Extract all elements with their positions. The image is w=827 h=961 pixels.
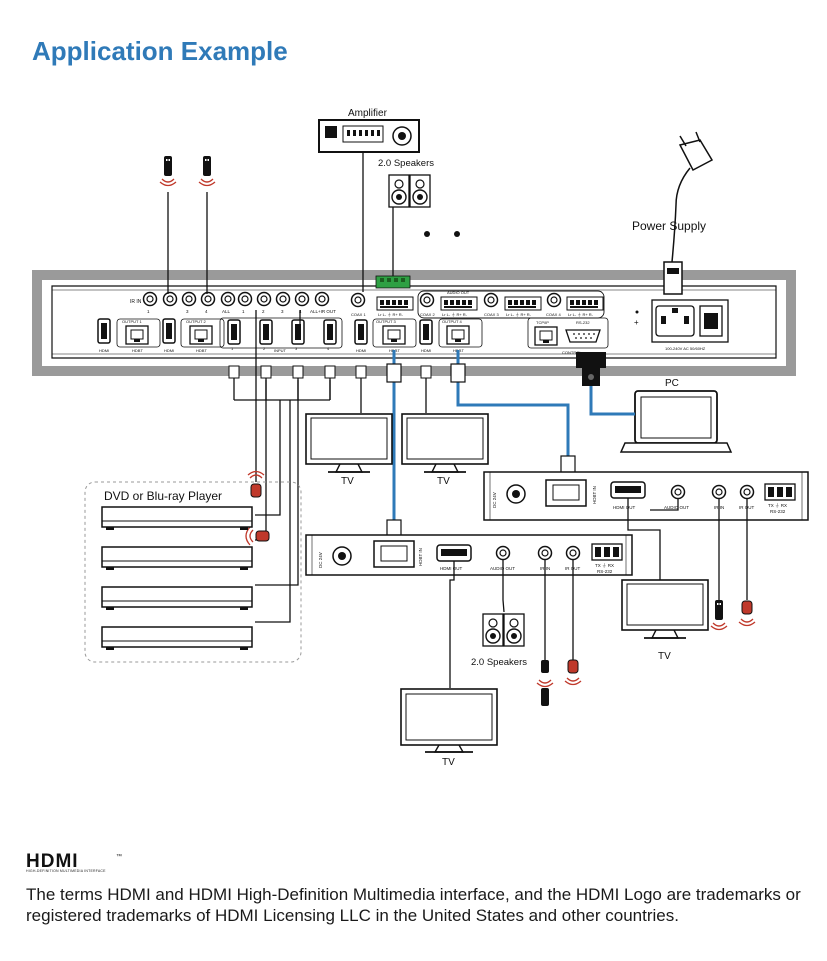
tx-rx-label: TX ⏚ RX xyxy=(768,502,787,508)
hdbt-label: HDBT xyxy=(196,348,207,353)
dvd-player xyxy=(101,626,253,651)
input-num: 1 xyxy=(231,346,234,351)
power-supply-label: Power Supply xyxy=(632,219,706,233)
ir-port-label: 2 xyxy=(262,309,265,314)
power-inlet xyxy=(651,299,729,343)
hdmi-input-cables xyxy=(233,366,331,623)
rs232-label: RS-232 xyxy=(770,509,786,514)
connection-diagram: IR IN 1 3 4 ALL 1 2 3 4 ALL+IR OUT COAX … xyxy=(32,108,809,768)
dvd-player xyxy=(101,506,253,531)
ir-sensor-icon xyxy=(710,599,728,631)
hdbt-label: HDBT xyxy=(132,348,143,353)
power-rating-label: 100-240V AC 50/60HZ xyxy=(665,346,706,351)
hdmi-out-label: HDMI OUT xyxy=(613,505,635,510)
tv-label: TV xyxy=(437,476,450,487)
ir-port-label: 3 xyxy=(281,309,284,314)
tv xyxy=(621,579,709,639)
pc-label: PC xyxy=(665,378,679,389)
tv-label: TV xyxy=(341,476,354,487)
dc-label: DC 24V xyxy=(492,492,497,508)
output3-label: OUTPUT 3 xyxy=(376,319,396,324)
output4-label: OUTPUT 4 xyxy=(442,319,462,324)
control-label: CONTROL xyxy=(562,350,582,355)
trademark-note: The terms HDMI and HDMI High-Definition … xyxy=(26,885,801,925)
hdbt-receiver-middle xyxy=(305,534,633,576)
matrix-control-section xyxy=(527,317,609,349)
hdmi-out-label: HDMI OUT xyxy=(440,566,462,571)
ir-port-label: 3 xyxy=(186,309,189,314)
ir-port-label: 1 xyxy=(242,309,245,314)
input-num: 2 xyxy=(263,346,266,351)
lr-label: Lr L- ⏚ R+ R- xyxy=(378,311,404,317)
ir-emitter-icon xyxy=(245,526,270,546)
hdmi-logo-subtitle: HIGH-DEFINITION MULTIMEDIA INTERFACE xyxy=(26,869,106,873)
audio-out-label: AUDIO OUT xyxy=(447,290,470,295)
ir-sensor-icon xyxy=(536,660,554,706)
matrix-input-ports xyxy=(219,317,343,349)
lr-label: Lr L- ⏚ R+ R- xyxy=(568,311,594,317)
hdmi-label: HDMI xyxy=(99,348,109,353)
tv-label: TV xyxy=(442,757,455,768)
ir-port-label: 4 xyxy=(205,309,208,314)
green-terminal-block xyxy=(375,275,411,289)
amplifier xyxy=(318,119,420,153)
matrix-audio-section xyxy=(350,290,605,319)
coax2-label: COAX 2 xyxy=(420,312,435,317)
hdbt-in-label: HDBT IN xyxy=(592,486,597,504)
dvd-player-label: DVD or Blu-ray Player xyxy=(104,489,222,503)
lr-label: Lr L- ⏚ R+ R- xyxy=(442,311,468,317)
ir-port-label: ALL xyxy=(222,309,231,314)
hdmi-label: HDMI xyxy=(421,348,431,353)
rs232-label: RS-232 xyxy=(597,569,613,574)
hdmi-logo-tm: ™ xyxy=(116,853,122,860)
audio-out-label: AUDIO OUT xyxy=(664,505,689,510)
coax3-label: COAX 3 xyxy=(484,312,499,317)
ir-port-label: 1 xyxy=(147,309,150,314)
ir-emitter-icon xyxy=(564,659,582,686)
lr-label: Lr L- ⏚ R+ R- xyxy=(506,311,532,317)
amplifier-label: Amplifier xyxy=(348,108,388,119)
rs232-cable-connector xyxy=(576,352,606,386)
tv-label: TV xyxy=(658,651,671,662)
ir-in-label: IR IN xyxy=(130,299,142,305)
coax1-label: COAX 1 xyxy=(351,312,366,317)
speakers-top-label: 2.0 Speakers xyxy=(378,158,434,169)
speakers-bottom-label: 2.0 Speakers xyxy=(471,657,527,668)
power-plug-icon xyxy=(663,131,714,295)
output1-label: OUTPUT 1 xyxy=(122,319,142,324)
input-num: 4 xyxy=(327,346,330,351)
tv xyxy=(401,413,489,473)
tcpip-label: TCP/IP xyxy=(536,320,549,325)
svg-text:+: + xyxy=(634,318,639,327)
hdmi-label: HDMI xyxy=(356,348,366,353)
hdbt-in-label: HDBT IN xyxy=(418,548,423,566)
hdmi-logo: HDMI ™ xyxy=(26,852,122,868)
rs232-label: RS-232 xyxy=(576,320,590,325)
ir-sensor-icon xyxy=(198,155,216,187)
pc-laptop xyxy=(619,390,733,453)
hdmi-label: HDMI xyxy=(164,348,174,353)
speakers-top xyxy=(388,174,431,208)
matrix-output-ports xyxy=(97,318,483,348)
dvd-player xyxy=(101,586,253,611)
tx-rx-label: TX ⏚ RX xyxy=(595,562,614,568)
ir-emitter-icon xyxy=(247,470,265,498)
hdbt-receiver-right xyxy=(483,471,809,521)
dvd-player xyxy=(101,546,253,571)
input-num: 3 xyxy=(295,346,298,351)
coax4-label: COAX 4 xyxy=(546,312,561,317)
ir-emitter-icon xyxy=(738,600,756,627)
ir-sensor-icon xyxy=(159,155,177,187)
output2-label: OUTPUT 2 xyxy=(186,319,206,324)
input-label: INPUT xyxy=(274,348,287,353)
ir-port-label: ALL+IR OUT xyxy=(310,309,336,314)
page-title: Application Example xyxy=(32,36,288,66)
tv xyxy=(305,413,393,473)
speakers-bottom xyxy=(482,613,525,647)
tv xyxy=(400,688,498,753)
hdmi-logo-text: HDMI xyxy=(26,852,79,868)
dc-label: DC 24V xyxy=(318,552,323,568)
